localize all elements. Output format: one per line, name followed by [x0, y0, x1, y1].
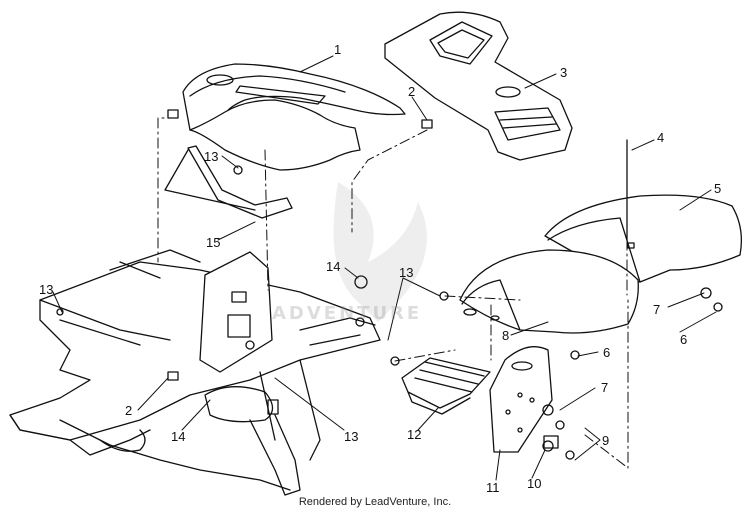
callout-13: 13	[204, 149, 219, 164]
watermark-text: ADVENTURE	[272, 303, 423, 324]
callout-3: 3	[560, 65, 568, 80]
callout-14: 14	[326, 259, 341, 274]
fasteners	[56, 109, 723, 460]
callout-12: 12	[407, 427, 422, 442]
callout-14: 14	[171, 429, 186, 444]
callout-15: 15	[206, 235, 221, 250]
callout-7: 7	[653, 302, 661, 317]
watermark-logo	[333, 182, 427, 322]
part-3-rear-body	[384, 11, 573, 161]
callout-8: 8	[502, 328, 510, 343]
part-5b-rear-fender	[459, 249, 639, 334]
part-11-rear-mount-plate	[489, 346, 553, 453]
callout-6: 6	[603, 345, 611, 360]
part-1-front-hood	[182, 63, 406, 171]
leader-lines	[52, 55, 717, 481]
render-credit: Rendered by LeadVenture, Inc.	[298, 496, 452, 508]
callout-10: 10	[527, 476, 542, 491]
alignment-lines	[157, 117, 629, 469]
frame-chassis	[9, 249, 381, 496]
callout-6: 6	[680, 332, 688, 347]
callout-2: 2	[408, 84, 416, 99]
callout-5: 5	[714, 181, 722, 196]
callout-7: 7	[601, 380, 609, 395]
callout-13: 13	[344, 429, 359, 444]
callout-13: 13	[399, 265, 414, 280]
part-12-footrest-step	[401, 357, 491, 415]
callout-9: 9	[602, 433, 610, 448]
callout-11: 11	[486, 480, 500, 495]
callout-13: 13	[39, 282, 54, 297]
callout-4: 4	[657, 130, 665, 145]
callout-2: 2	[125, 403, 133, 418]
callout-1: 1	[334, 42, 342, 57]
part-15-splash-guard	[164, 145, 293, 219]
